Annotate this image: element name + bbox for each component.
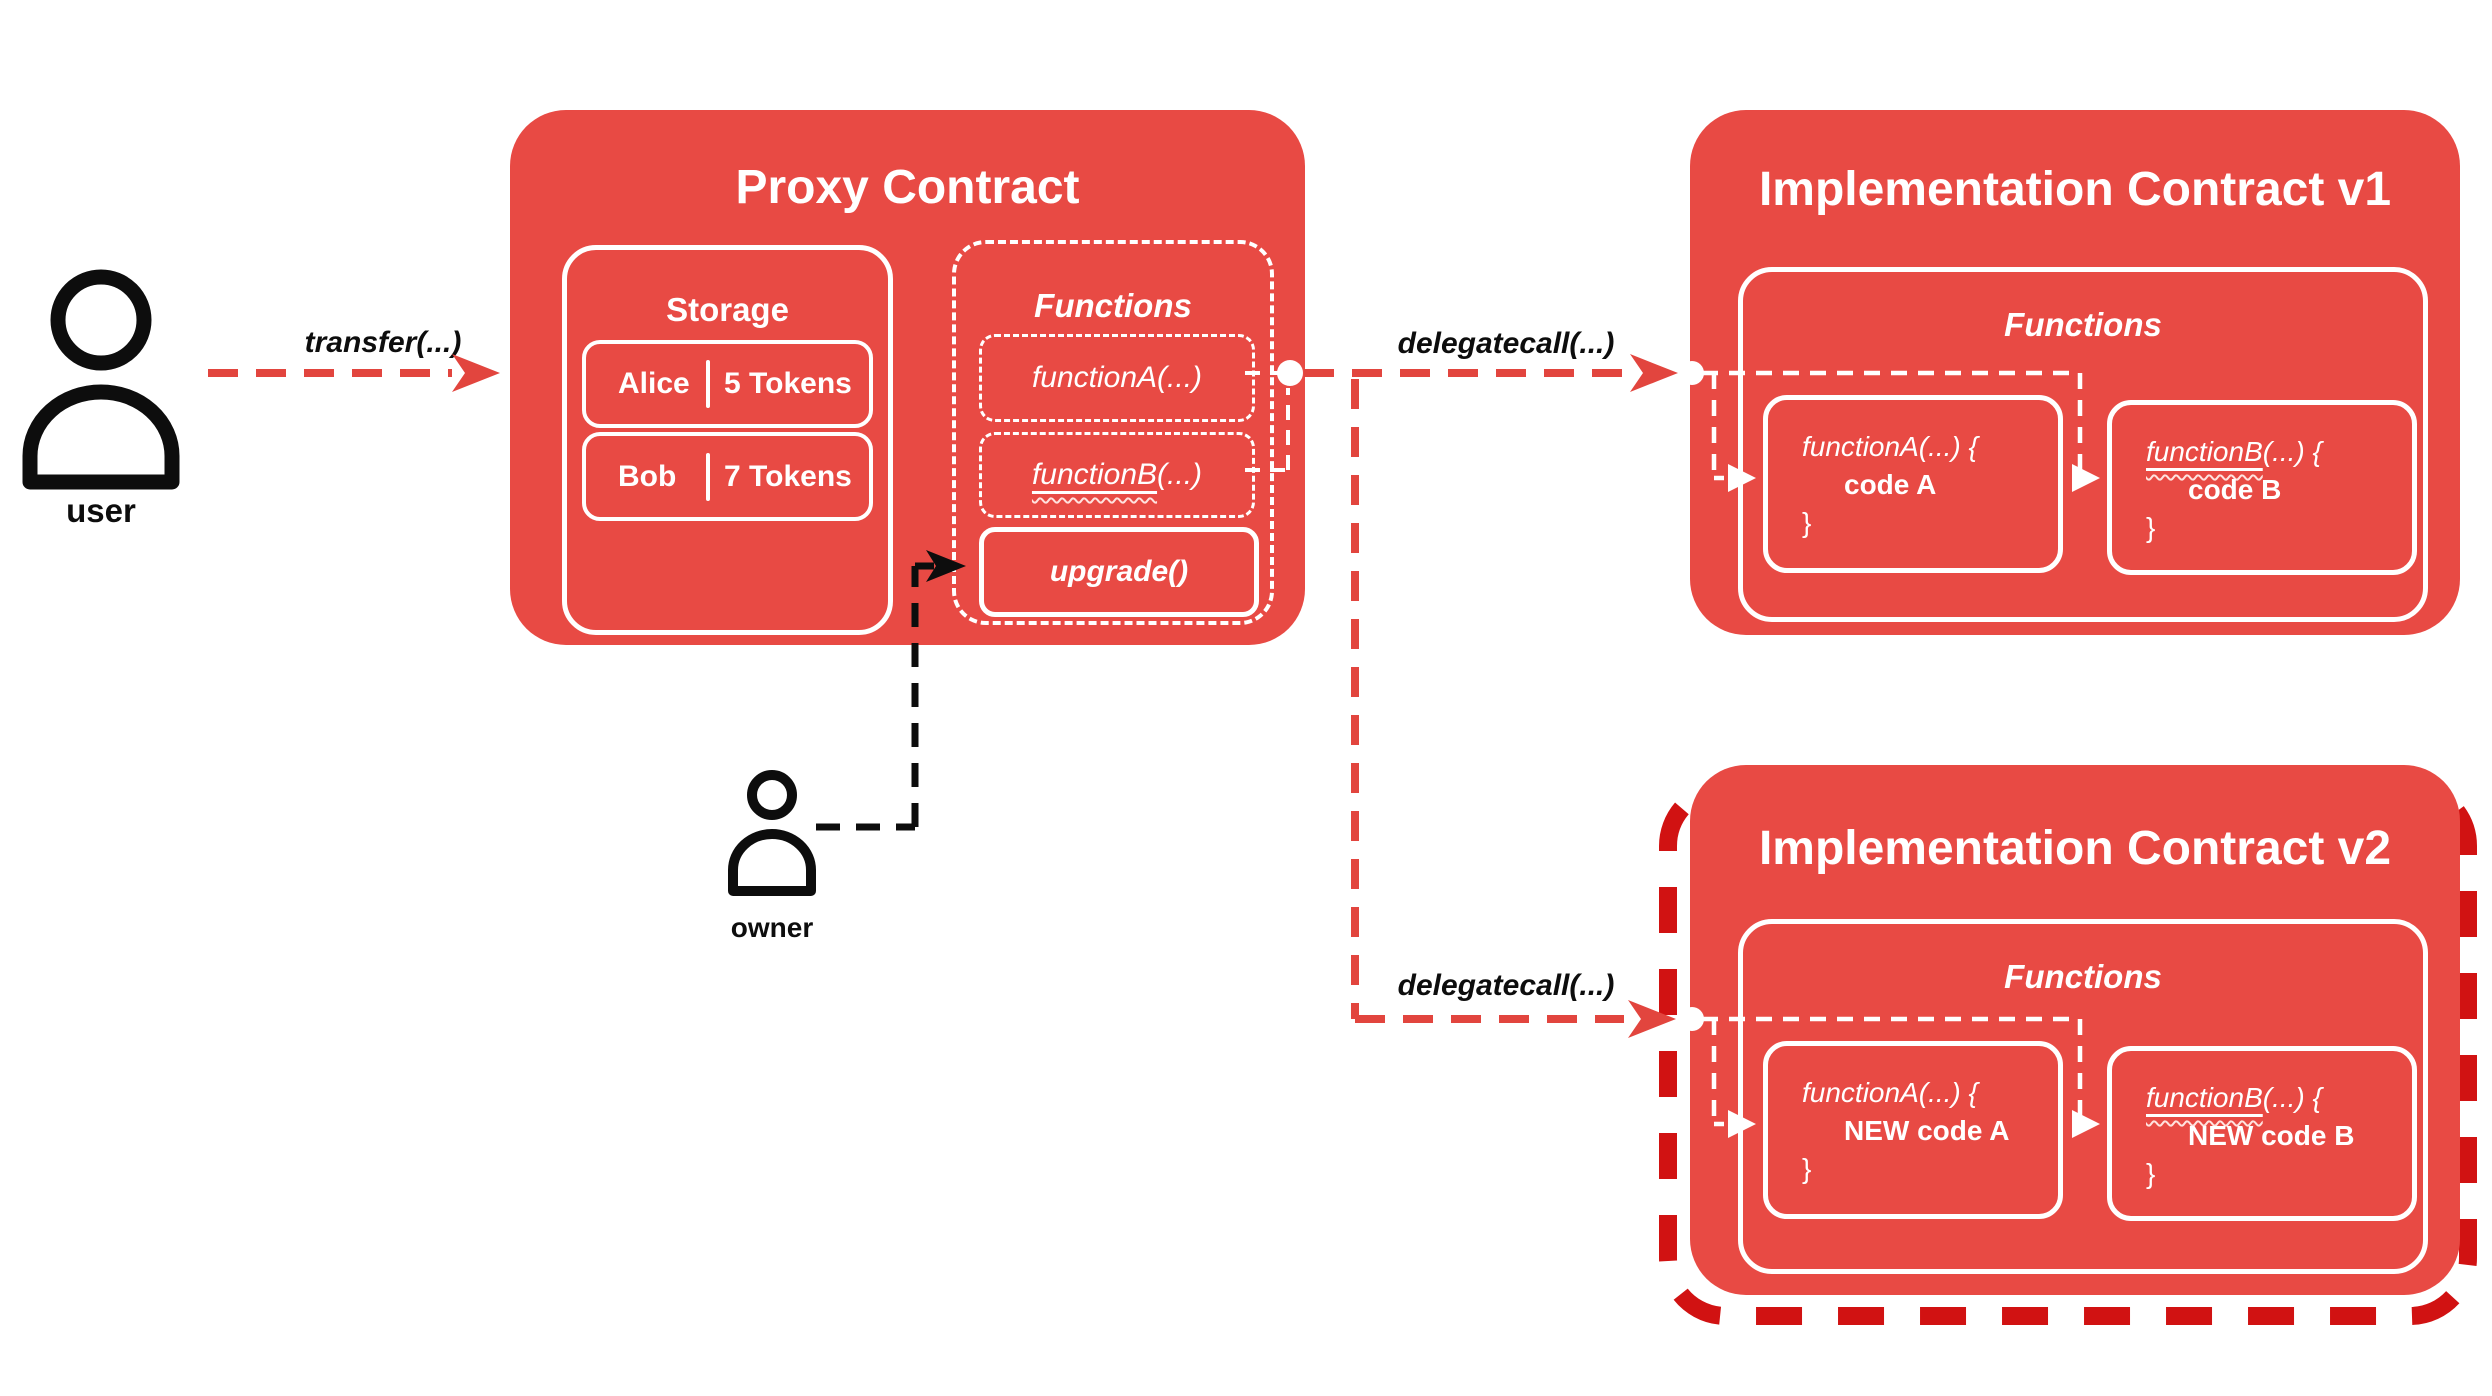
proxy-function-b-box: functionB(...) [979,432,1255,518]
v2-function-a-close: } [1802,1153,1812,1184]
implementation-v2-title: Implementation Contract v2 [1758,822,2392,875]
proxy-contract-box: Proxy Contract Storage Alice 5 Tokens Bo… [510,110,1305,645]
transfer-call-label: transfer(...) [304,326,462,359]
v1-functions-title: Functions [2004,306,2162,343]
v2-function-a-signature: functionA(...) { [1802,1077,1978,1108]
v1-function-a-body: code A [1844,469,1937,500]
v1-function-b-body: code B [2188,474,2282,505]
implementation-v2-box: Implementation Contract v2 Functions fun… [1690,765,2460,1295]
proxy-function-b-label: functionB(...) [1031,458,1203,491]
v2-function-b-signature: functionB(...) { [2146,1082,2322,1113]
user-label: user [66,492,136,529]
storage-row-bob: Bob 7 Tokens [582,432,873,521]
v1-functions-container: Functions functionA(...) { code A } func… [1738,267,2428,622]
storage-row-divider [706,452,710,501]
owner-label: owner [730,912,814,943]
v2-functions-title: Functions [2004,958,2162,995]
v1-function-b-signature: functionB(...) { [2146,436,2322,467]
v1-function-a-box: functionA(...) { code A } [1763,395,2063,573]
v2-functions-container: Functions functionA(...) { NEW code A } … [1738,919,2428,1274]
implementation-v1-title: Implementation Contract v1 [1758,163,2392,216]
proxy-function-a-label: functionA(...) [1031,361,1203,394]
v1-function-b-box: functionB(...) { code B } [2107,400,2417,575]
v2-function-b-box: functionB(...) { NEW code B } [2107,1046,2417,1221]
v2-function-a-box: functionA(...) { NEW code A } [1763,1041,2063,1219]
storage-row-name: Alice [618,367,690,400]
v1-function-b-close: } [2146,512,2156,543]
storage-container: Storage Alice 5 Tokens Bob 7 Tokens [562,245,893,635]
storage-row-value: 5 Tokens [724,367,852,400]
delegatecall-v1-label: delegatecall(...) [1397,327,1615,360]
storage-row-divider [706,360,710,408]
storage-row-value: 7 Tokens [724,459,852,493]
v1-function-a-close: } [1802,507,1812,538]
v2-function-b-body: NEW code B [2188,1120,2355,1151]
proxy-upgrade-label: upgrade() [1049,555,1189,588]
storage-row-alice: Alice 5 Tokens [582,340,873,428]
v2-function-b-close: } [2146,1158,2156,1189]
storage-row-name: Bob [618,459,677,493]
proxy-title: Proxy Contract [735,161,1080,214]
v1-function-a-signature: functionA(...) { [1802,431,1978,462]
proxy-function-a-box: functionA(...) [979,334,1255,422]
implementation-v1-box: Implementation Contract v1 Functions fun… [1690,110,2460,635]
delegatecall-v2-label: delegatecall(...) [1397,969,1615,1002]
proxy-functions-title: Functions [1034,287,1192,324]
v2-function-a-body: NEW code A [1844,1115,2010,1146]
proxy-upgrade-box: upgrade() [979,527,1259,617]
storage-title: Storage [666,291,789,328]
proxy-functions-container: Functions functionA(...) functionB(...) … [952,240,1274,625]
